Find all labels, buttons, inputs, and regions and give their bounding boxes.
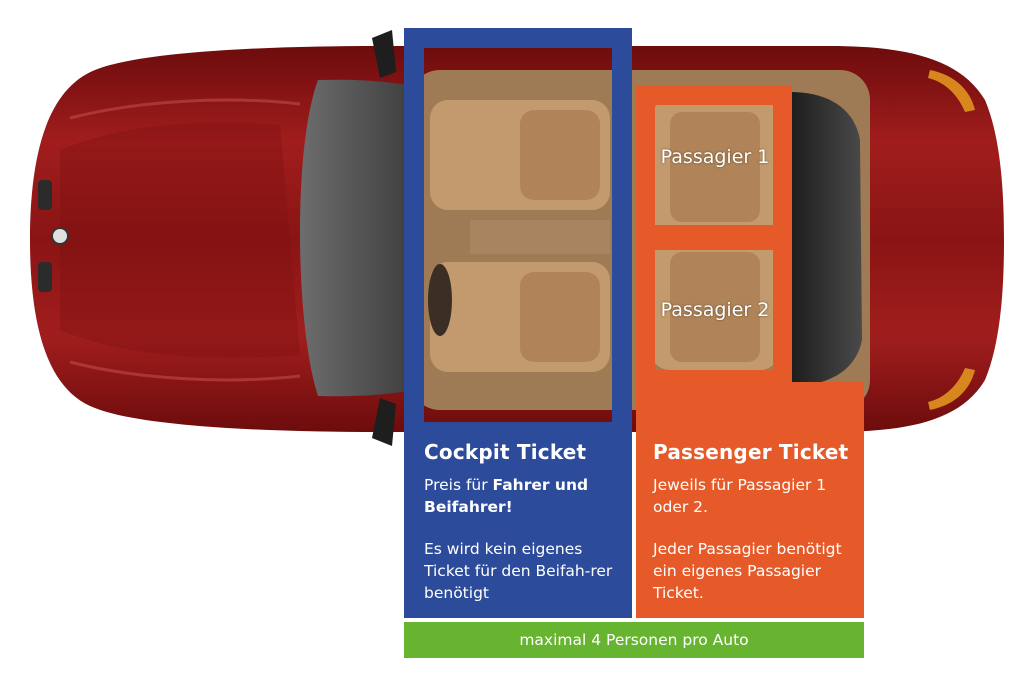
passenger-1-seat-label: Passagier 1 — [660, 146, 770, 168]
passenger-ticket-panel: Passenger Ticket Jeweils für Passagier 1… — [636, 382, 864, 618]
cockpit-ticket-panel: Cockpit Ticket Preis für Fahrer und Beif… — [404, 428, 632, 618]
passenger-zone-frame — [636, 86, 792, 382]
passenger-ticket-info: Jeder Passagier benötigt ein eigenes Pas… — [653, 540, 842, 602]
cockpit-ticket-title: Cockpit Ticket — [424, 440, 587, 464]
passenger-ticket-title: Passenger Ticket — [653, 440, 849, 464]
logo-emblem — [51, 227, 69, 245]
tail-light-right — [928, 368, 975, 410]
side-mirror-right — [372, 398, 396, 446]
rear-window — [790, 92, 862, 386]
cockpit-price-emphasis: Fahrer und Beifahrer! — [424, 476, 589, 516]
cockpit-price-prefix: Preis für — [424, 476, 493, 494]
side-mirror-left — [372, 30, 396, 78]
cockpit-ticket-price-note: Preis für Fahrer und Beifahrer! — [424, 474, 622, 518]
passenger-ticket-scope: Jeweils für Passagier 1 oder 2. — [653, 476, 827, 516]
tail-light-left — [928, 70, 975, 112]
front-grille — [38, 180, 69, 292]
max-persons-bar: maximal 4 Personen pro Auto — [404, 622, 864, 658]
passenger-2-seat-label: Passagier 2 — [660, 299, 770, 321]
cockpit-ticket-info: Es wird kein eigenes Ticket für den Beif… — [424, 540, 613, 602]
